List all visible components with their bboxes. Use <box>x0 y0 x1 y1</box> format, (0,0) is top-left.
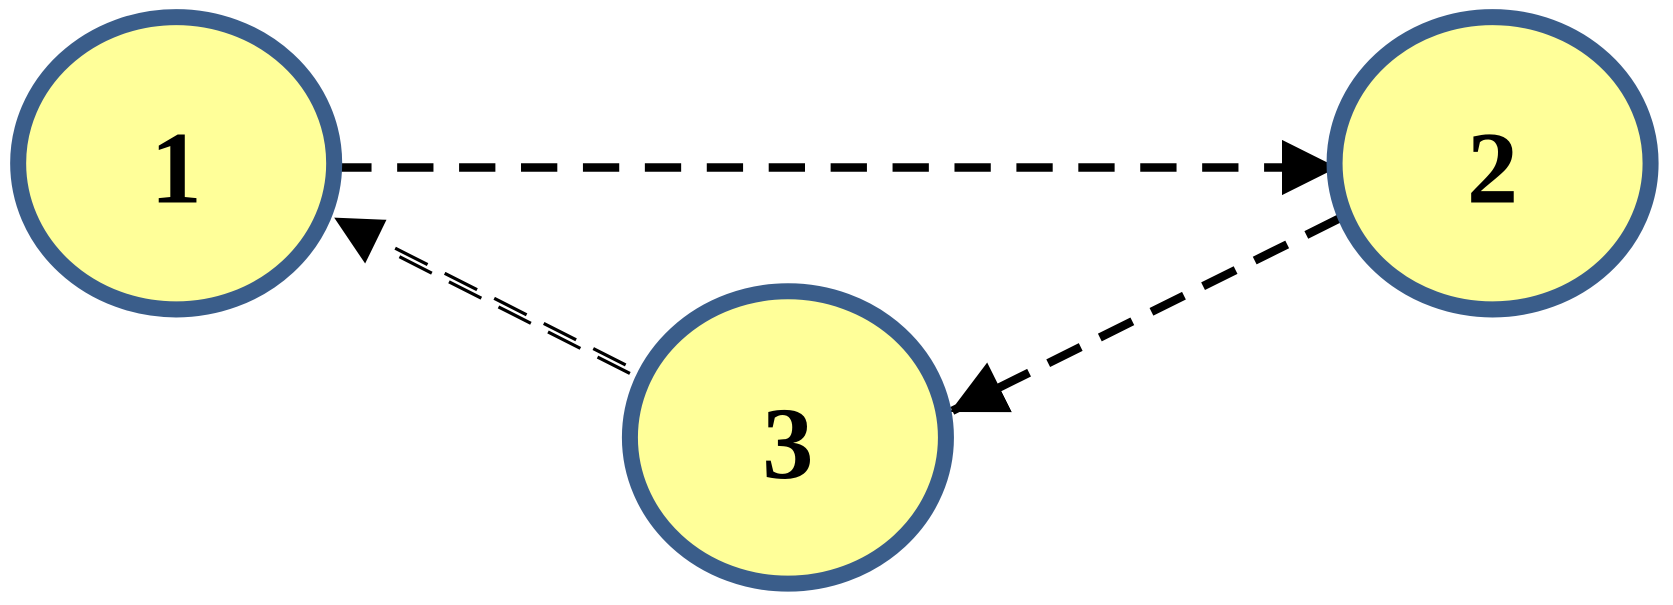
node-1[interactable]: 1 <box>10 9 343 318</box>
edge-3-to-1 <box>334 217 631 375</box>
node-2[interactable]: 2 <box>1326 9 1659 318</box>
node-label: 1 <box>151 113 202 226</box>
node-label: 2 <box>1467 113 1518 226</box>
arrowhead-icon <box>334 217 387 264</box>
node-label: 3 <box>762 388 813 501</box>
edge-2-to-3 <box>949 214 1341 415</box>
node-3[interactable]: 3 <box>621 283 954 592</box>
